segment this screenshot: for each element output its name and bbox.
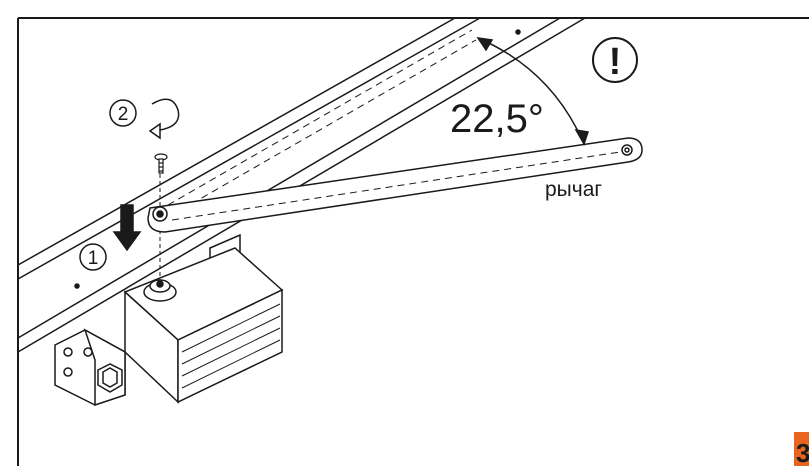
door-closer-body	[54, 233, 284, 407]
rotate-clockwise-icon	[148, 98, 180, 140]
angle-dimension	[476, 37, 589, 146]
step-1-marker: 1	[79, 243, 107, 271]
page-number-tab: 3	[794, 432, 809, 466]
step-2-number: 2	[118, 104, 129, 125]
warning-exclamation-icon: !	[592, 37, 638, 83]
step-2-marker: 2	[109, 99, 137, 127]
lever-label: рычаг	[545, 178, 602, 201]
figure-frame	[17, 17, 809, 466]
push-down-arrow-icon	[112, 204, 142, 252]
screw-icon	[154, 153, 168, 174]
door-frame-profile	[17, 17, 586, 353]
lever-arm	[147, 137, 643, 233]
angle-label: 22,5°	[450, 97, 544, 141]
reference-dashed-lines	[159, 29, 477, 223]
warning-mark: !	[609, 41, 622, 83]
page-number: 3	[796, 438, 809, 466]
step-1-number: 1	[88, 248, 99, 269]
